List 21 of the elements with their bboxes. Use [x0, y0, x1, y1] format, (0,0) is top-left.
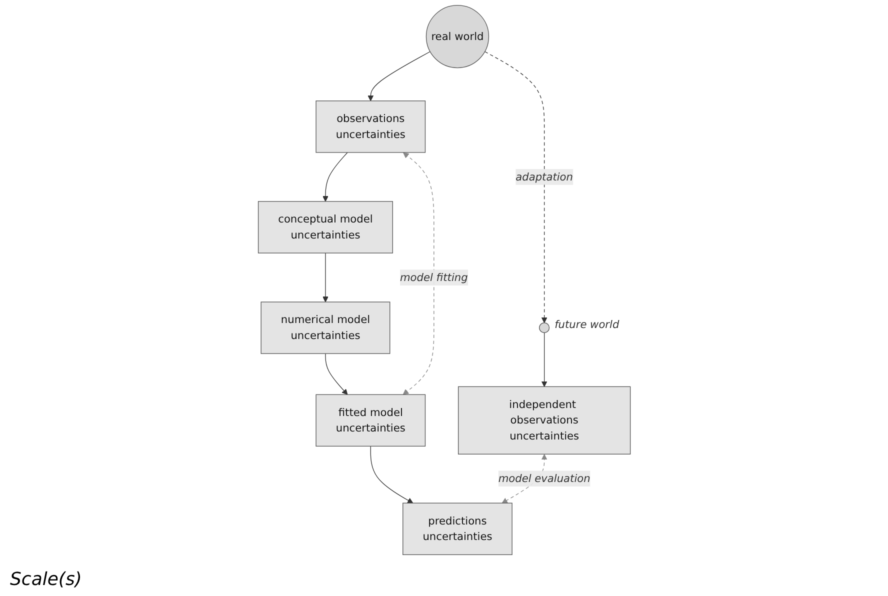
node-box: fitted model uncertainties	[315, 394, 426, 447]
arrow	[367, 51, 430, 102]
node-box: conceptual model uncertainties	[258, 201, 393, 254]
arrow	[322, 152, 348, 202]
node-box: predictions uncertainties	[402, 502, 512, 556]
node-box: numerical model uncertainties	[260, 302, 390, 354]
edge-label: adaptation	[515, 170, 573, 183]
node-circle	[538, 322, 550, 334]
arrow	[541, 332, 547, 387]
node-box: observations uncertainties	[315, 100, 426, 153]
arrow	[484, 51, 547, 324]
arrow	[322, 252, 328, 302]
edge-label: model evaluation	[498, 472, 590, 485]
arrow	[402, 152, 434, 395]
arrow	[324, 353, 348, 395]
node-caption: future world	[554, 318, 619, 331]
arrow	[370, 446, 413, 504]
annotation-text: Scale(s)	[10, 569, 82, 590]
node-circle: real world	[426, 4, 489, 68]
edge-label: model fitting	[400, 270, 468, 284]
node-box: independent observations uncertainties	[458, 386, 630, 454]
